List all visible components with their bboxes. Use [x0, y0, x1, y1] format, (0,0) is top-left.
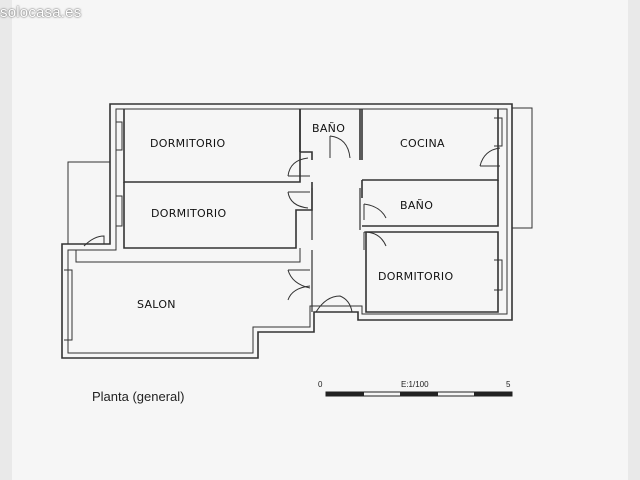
floor-plan-sheet [12, 0, 628, 480]
door-salon-2 [287, 285, 311, 301]
door-entrance [315, 295, 353, 313]
right-terrace [512, 107, 533, 229]
room-label-salon: SALON [137, 298, 176, 311]
wall-dormitorio-3 [365, 231, 499, 313]
scale-ratio-label: E:1/100 [401, 380, 429, 389]
window-left-salon [64, 269, 73, 341]
scale-start-label: 0 [318, 380, 323, 389]
room-label-cocina: COCINA [400, 137, 445, 150]
room-label-bano-1: BAÑO [312, 122, 346, 135]
room-label-bano-2: BAÑO [400, 199, 434, 212]
door-cocina [479, 147, 501, 167]
window-right-1 [494, 117, 503, 147]
wall-salon [75, 248, 301, 263]
window-left-bed [116, 121, 123, 227]
room-label-dormitorio-3: DORMITORIO [378, 270, 454, 283]
scale-end-label: 5 [506, 380, 511, 389]
wall-bano-1 [299, 109, 361, 160]
door-terrace [83, 235, 105, 247]
inner-wall [67, 108, 508, 354]
door-dormitorio-3 [363, 231, 387, 250]
outer-wall [61, 103, 513, 359]
plan-title: Planta (general) [92, 389, 185, 404]
room-label-dormitorio-2: DORMITORIO [151, 207, 227, 220]
door-dormitorio-2 [287, 191, 310, 209]
door-salon [287, 269, 311, 289]
wall-corridor [311, 188, 361, 312]
left-terrace [67, 161, 110, 244]
door-bano-1 [329, 135, 351, 159]
door-dormitorio-1 [287, 157, 310, 177]
wall-bano-2 [361, 180, 499, 227]
window-right-2 [494, 259, 503, 291]
watermark: solocasa.es [0, 4, 82, 21]
room-label-dormitorio-1: DORMITORIO [150, 137, 226, 150]
door-bano-2 [363, 203, 387, 220]
scale-bar [325, 391, 513, 397]
